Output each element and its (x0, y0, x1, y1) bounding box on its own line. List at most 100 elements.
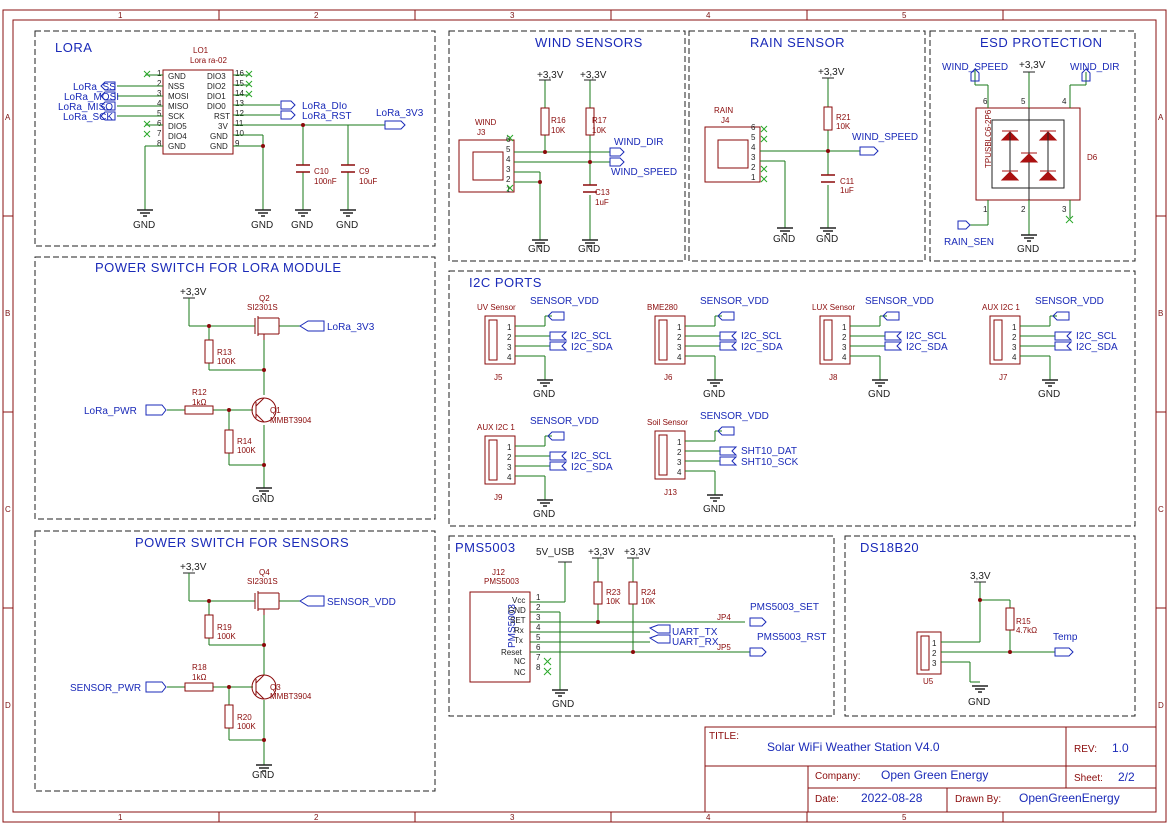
svg-text:SHT10_DAT: SHT10_DAT (741, 446, 797, 457)
svg-text:+3,3V: +3,3V (537, 70, 564, 81)
svg-text:SENSOR_VDD: SENSOR_VDD (530, 416, 599, 427)
svg-text:GND: GND (291, 220, 313, 231)
svg-text:SENSOR_VDD: SENSOR_VDD (1035, 296, 1104, 307)
svg-text:1: 1 (751, 173, 756, 182)
svg-text:1: 1 (536, 593, 541, 602)
svg-text:GND: GND (773, 234, 795, 245)
svg-text:GND: GND (868, 389, 890, 400)
svg-text:4.7kΩ: 4.7kΩ (1016, 626, 1037, 635)
svg-text:8: 8 (157, 139, 162, 148)
svg-text:R14: R14 (237, 437, 252, 446)
svg-text:RAIN: RAIN (714, 106, 733, 115)
svg-text:MISO: MISO (168, 102, 188, 111)
svg-text:2: 2 (536, 603, 541, 612)
rev-value: 1.0 (1112, 741, 1129, 755)
svg-text:WIND_DIR: WIND_DIR (1070, 62, 1119, 73)
svg-text:I2C_SCL: I2C_SCL (571, 331, 612, 342)
svg-text:1: 1 (983, 205, 988, 214)
svg-text:LoRa_RST: LoRa_RST (302, 111, 351, 122)
svg-text:SENSOR_VDD: SENSOR_VDD (530, 296, 599, 307)
grid-col-5-bottom: 5 (902, 813, 907, 822)
pms-title: PMS5003 (455, 540, 516, 555)
svg-text:6: 6 (983, 97, 988, 106)
svg-text:1kΩ: 1kΩ (192, 673, 206, 682)
svg-text:SENSOR_PWR: SENSOR_PWR (70, 683, 141, 694)
svg-text:1: 1 (677, 323, 682, 332)
svg-text:Reset: Reset (501, 648, 523, 657)
svg-text:2: 2 (1012, 333, 1017, 342)
svg-text:R16: R16 (551, 116, 566, 125)
svg-text:R13: R13 (217, 348, 232, 357)
svg-text:Tx: Tx (514, 636, 523, 645)
i2c-port-j13-soil: Soil Sensor J13 12 34 SENSOR_VDDSHT10_DA… (647, 411, 799, 515)
svg-text:LoRa_MOSI: LoRa_MOSI (64, 92, 119, 103)
svg-text:1uF: 1uF (595, 198, 609, 207)
svg-text:LoRa_MISO: LoRa_MISO (58, 102, 113, 113)
pwr-sensors-section-box (34, 530, 436, 792)
svg-text:3: 3 (842, 343, 847, 352)
svg-text:I2C_SDA: I2C_SDA (741, 342, 783, 353)
svg-text:+3,3V: +3,3V (624, 547, 651, 558)
pwr-lora-section-box (34, 256, 436, 520)
svg-text:4: 4 (842, 353, 847, 362)
svg-text:UART_TX: UART_TX (672, 627, 718, 638)
svg-text:3: 3 (1012, 343, 1017, 352)
svg-text:2: 2 (677, 448, 682, 457)
svg-text:C11: C11 (840, 177, 855, 186)
svg-text:C9: C9 (359, 167, 370, 176)
svg-text:I2C_SDA: I2C_SDA (571, 342, 613, 353)
drawn-value: OpenGreenEnergy (1019, 791, 1120, 805)
grid-row-c-right: C (1158, 505, 1164, 514)
svg-text:100nF: 100nF (314, 177, 337, 186)
svg-text:GND: GND (528, 244, 550, 255)
svg-text:Q4: Q4 (259, 568, 270, 577)
svg-text:GND: GND (533, 509, 555, 520)
svg-text:BME280: BME280 (647, 303, 678, 312)
svg-text:GND: GND (552, 699, 574, 710)
svg-text:16: 16 (235, 69, 244, 78)
svg-text:J6: J6 (664, 373, 673, 382)
svg-text:C13: C13 (595, 188, 610, 197)
grid-col-3-top: 3 (510, 11, 515, 20)
svg-text:Vcc: Vcc (512, 596, 525, 605)
svg-text:DIO5: DIO5 (168, 122, 187, 131)
svg-text:U5: U5 (923, 677, 934, 686)
svg-text:GND: GND (252, 494, 274, 505)
grid-row-a-right: A (1158, 113, 1164, 122)
svg-text:SENSOR_VDD: SENSOR_VDD (700, 411, 769, 422)
svg-text:R12: R12 (192, 388, 207, 397)
svg-text:3: 3 (751, 153, 756, 162)
svg-text:UV Sensor: UV Sensor (477, 303, 516, 312)
svg-text:11: 11 (235, 119, 244, 128)
svg-text:5: 5 (751, 133, 756, 142)
svg-text:2: 2 (507, 333, 512, 342)
svg-text:14: 14 (235, 89, 244, 98)
svg-text:R23: R23 (606, 588, 621, 597)
svg-text:LoRa_PWR: LoRa_PWR (84, 406, 137, 417)
svg-text:Rx: Rx (514, 626, 524, 635)
svg-text:GND: GND (168, 142, 186, 151)
svg-text:R17: R17 (592, 116, 607, 125)
svg-text:I2C_SCL: I2C_SCL (571, 451, 612, 462)
svg-text:2: 2 (932, 649, 937, 658)
outer-frame (2, 9, 1167, 823)
svg-text:2: 2 (751, 163, 756, 172)
svg-text:GND: GND (210, 142, 228, 151)
svg-text:1: 1 (507, 443, 512, 452)
grid-col-4-top: 4 (706, 11, 711, 20)
svg-text:GND: GND (703, 389, 725, 400)
svg-text:RST: RST (214, 112, 230, 121)
svg-text:I2C_SDA: I2C_SDA (571, 462, 613, 473)
svg-text:4: 4 (1062, 97, 1067, 106)
grid-col-3-bottom: 3 (510, 813, 515, 822)
svg-text:GND: GND (336, 220, 358, 231)
title-block: TITLE: Solar WiFi Weather Station V4.0 R… (704, 726, 1157, 813)
svg-text:PMS5003_RST: PMS5003_RST (757, 632, 826, 643)
grid-col-1-bottom: 1 (118, 813, 123, 822)
svg-text:100K: 100K (217, 357, 236, 366)
svg-text:6: 6 (751, 123, 756, 132)
